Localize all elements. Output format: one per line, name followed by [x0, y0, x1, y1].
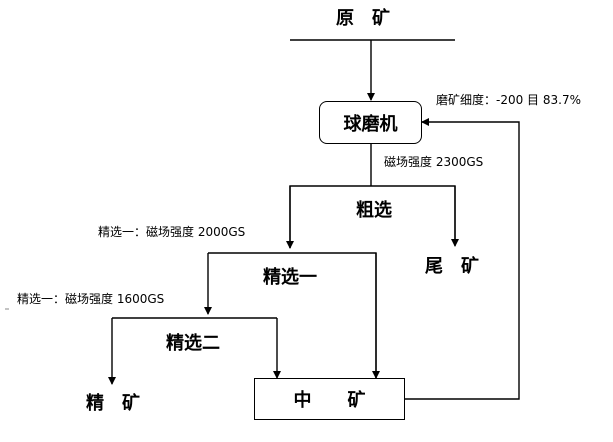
rougher-field-note: 磁场强度 2300GS: [384, 155, 484, 169]
middlings-label: 中 矿: [293, 390, 366, 411]
grind-fineness-note: 磨矿细度：-200 目 83.7%: [436, 93, 581, 107]
tailings-label: 尾 矿: [425, 256, 479, 277]
ball-mill-box: 球磨机: [319, 101, 422, 144]
recycle-line: [405, 118, 520, 400]
cleaner2-label: 精选二: [166, 333, 220, 354]
rougher-label: 粗选: [356, 200, 392, 221]
concentrate-label: 精 矿: [86, 393, 140, 414]
cleaner2-field-note: 精选一：磁场强度 1600GS: [17, 292, 165, 306]
ball-mill-label: 球磨机: [343, 113, 398, 135]
middlings-box: 中 矿: [254, 378, 405, 420]
raw-ore-label: 原 矿: [336, 8, 390, 29]
cleaner1-field-note: 精选一：磁场强度 2000GS: [98, 225, 246, 239]
cleaner1-label: 精选一: [263, 267, 317, 288]
